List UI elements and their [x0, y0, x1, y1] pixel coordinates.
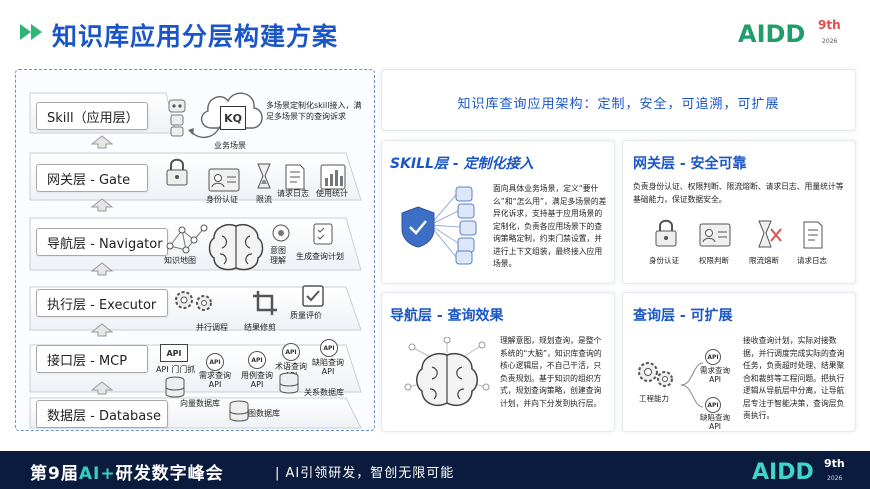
api-circle-icon: API — [705, 349, 721, 365]
hourglass-icon — [758, 220, 782, 248]
id-card-icon — [699, 223, 731, 247]
skill-scene-desc: 多场景定制化skill接入，满足多场景下的查询诉求 — [266, 101, 362, 121]
gears-icon — [638, 362, 673, 387]
gateway-layer-card: 网关层 - 安全可靠 负责身份认证、权限判断、限流熔断、请求日志、用量统计等基础… — [622, 140, 856, 284]
gears-icon — [175, 291, 212, 311]
arrow-up-icon — [91, 323, 113, 337]
layer-navigator: 导航层 - Navigator — [36, 228, 168, 256]
crop-icon — [253, 291, 277, 315]
chevron-icon — [20, 24, 31, 40]
aidd-logo: AIDD 9th 2026 — [738, 18, 841, 48]
lock-icon — [655, 219, 677, 247]
nav-item: 生成查询计划 — [296, 252, 344, 261]
branch-arrows-icon — [680, 362, 704, 408]
exec-item: 质量评价 — [290, 311, 322, 320]
chevron-icon — [31, 24, 42, 40]
id-card-icon — [208, 168, 240, 192]
brain-icon — [208, 224, 264, 271]
card-desc: 面向具体业务场景，定义“要什么”和“怎么用”，满足多场景的差异化诉求，支持基于应… — [493, 184, 607, 268]
page-title: 知识库应用分层构建方案 — [52, 22, 339, 51]
plan-icon — [313, 223, 333, 245]
db-item: 关系数据库 — [304, 388, 344, 397]
brain-network-icon — [404, 337, 490, 407]
card-desc: 接收查询计划，实际对接数据，并行调度完成实际的查询任务，负责超时处理、结果聚合和… — [743, 336, 845, 420]
return-arrow-icon — [188, 125, 221, 139]
footer-bar: 第9届AI+研发数字峰会 | AI引领研发，智创无限可能 AIDD 9th 20… — [0, 451, 870, 489]
api-label: 用例查询API — [241, 371, 273, 389]
api-circle-icon: API — [705, 397, 721, 413]
layer-executor: 执行层 - Executor — [36, 289, 168, 317]
log-document-icon — [285, 164, 305, 190]
api-circle-icon: API — [248, 351, 266, 369]
card-title: 查询层 - 可扩展 — [633, 308, 733, 324]
architecture-title: 知识库查询应用架构：定制，安全，可追溯，可扩展 — [457, 97, 780, 112]
api-label: 缺陷查询API — [700, 413, 730, 431]
layer-database: 数据层 - Database — [36, 400, 168, 428]
shield-network-icon — [401, 186, 477, 265]
query-layer-card: 查询层 - 可扩展 工程能力 API 需求查询API API 缺陷查询API 接… — [622, 292, 856, 432]
kq-document-icon: KQ — [220, 106, 246, 130]
api-circle-icon: API — [206, 353, 224, 371]
api-gateway-icon: API — [160, 344, 188, 362]
robot-icon — [168, 99, 186, 137]
gate-card-item: 请求日志 — [797, 256, 827, 265]
card-title: 网关层 - 安全可靠 — [633, 156, 747, 172]
arrow-up-icon — [91, 198, 113, 212]
exec-item: 结果修剪 — [244, 323, 276, 332]
arrow-up-icon — [91, 135, 113, 149]
svg-text:2026: 2026 — [827, 475, 842, 482]
gate-item: 限流 — [256, 195, 272, 204]
api-label: 需求查询API — [199, 371, 231, 389]
layer-gate: 网关层 - Gate — [36, 164, 148, 192]
api-label: 需求查询API — [700, 366, 730, 384]
svg-text:9th: 9th — [824, 457, 845, 470]
engineering-capability-label: 工程能力 — [639, 394, 669, 403]
gate-card-item: 身份认证 — [649, 256, 679, 265]
api-gateway-label: API 门门抓 — [156, 365, 196, 374]
gate-item: 使用统计 — [316, 189, 348, 198]
check-box-icon — [302, 285, 324, 307]
card-title: 导航层 - 查询效果 — [390, 308, 504, 324]
nav-item: 知识地图 — [164, 256, 196, 265]
svg-text:AIDD: AIDD — [752, 460, 814, 485]
database-icon — [229, 400, 249, 422]
svg-text:AIDD: AIDD — [738, 20, 805, 48]
aidd-logo: AIDD 9th 2026 — [752, 457, 845, 485]
api-circle-icon: API — [320, 339, 338, 357]
exec-item: 并行调程 — [196, 323, 228, 332]
card-desc: 负责身份认证、权限判断、限流熔断、请求日志、用量统计等基础能力，保证数据安全。 — [633, 182, 844, 204]
arrow-up-icon — [91, 381, 113, 395]
layer-mcp: 接口层 - MCP — [36, 345, 148, 373]
gate-card-item: 限流熔断 — [749, 256, 779, 265]
api-label: 缺陷查询API — [312, 358, 344, 376]
knowledge-map-icon — [166, 224, 208, 254]
gate-item: 请求日志 — [277, 189, 309, 198]
log-document-icon — [803, 221, 823, 249]
business-scene-label: 业务场景 — [214, 141, 246, 150]
architecture-banner: 知识库查询应用架构：定制，安全，可追溯，可扩展 — [381, 69, 856, 131]
db-item: 图数据库 — [248, 409, 280, 418]
hourglass-icon — [257, 163, 271, 189]
card-desc: 理解意图，规划查询，是整个系统的“大脑”，知识库查询的核心逻辑层，不自己干活，只… — [500, 336, 602, 408]
layer-skill: Skill（应用层） — [36, 102, 148, 130]
gate-card-item: 权限判断 — [699, 256, 729, 265]
skill-layer-card: SKILL层 - 定制化接入 面向具体业务场景，定义“要什么”和“怎么用”，满足… — [381, 140, 615, 284]
layer-stack-panel: Skill（应用层） 网关层 - Gate 导航层 - Navigator 执行… — [15, 69, 375, 431]
navigator-layer-card: 导航层 - 查询效果 理解意图，规划查询，是整个系统的“大脑”，知识库查询的核心… — [381, 292, 615, 432]
api-circle-icon: API — [282, 343, 300, 361]
svg-text:9th: 9th — [818, 18, 841, 32]
gate-item: 身份认证 — [206, 195, 238, 204]
lock-icon — [166, 158, 188, 186]
nav-item: 意图理解 — [270, 246, 286, 265]
database-icon — [165, 376, 185, 398]
svg-text:2026: 2026 — [822, 38, 837, 45]
intent-icon — [272, 224, 290, 242]
db-item: 向量数据库 — [180, 399, 220, 408]
bar-chart-icon — [320, 164, 346, 190]
card-title: SKILL层 - 定制化接入 — [390, 156, 534, 172]
arrow-up-icon — [91, 262, 113, 276]
summit-slogan: | AI引领研发，智创无限可能 — [275, 466, 455, 481]
database-icon — [279, 372, 299, 394]
summit-name: 第9届AI+研发数字峰会 — [30, 464, 224, 484]
